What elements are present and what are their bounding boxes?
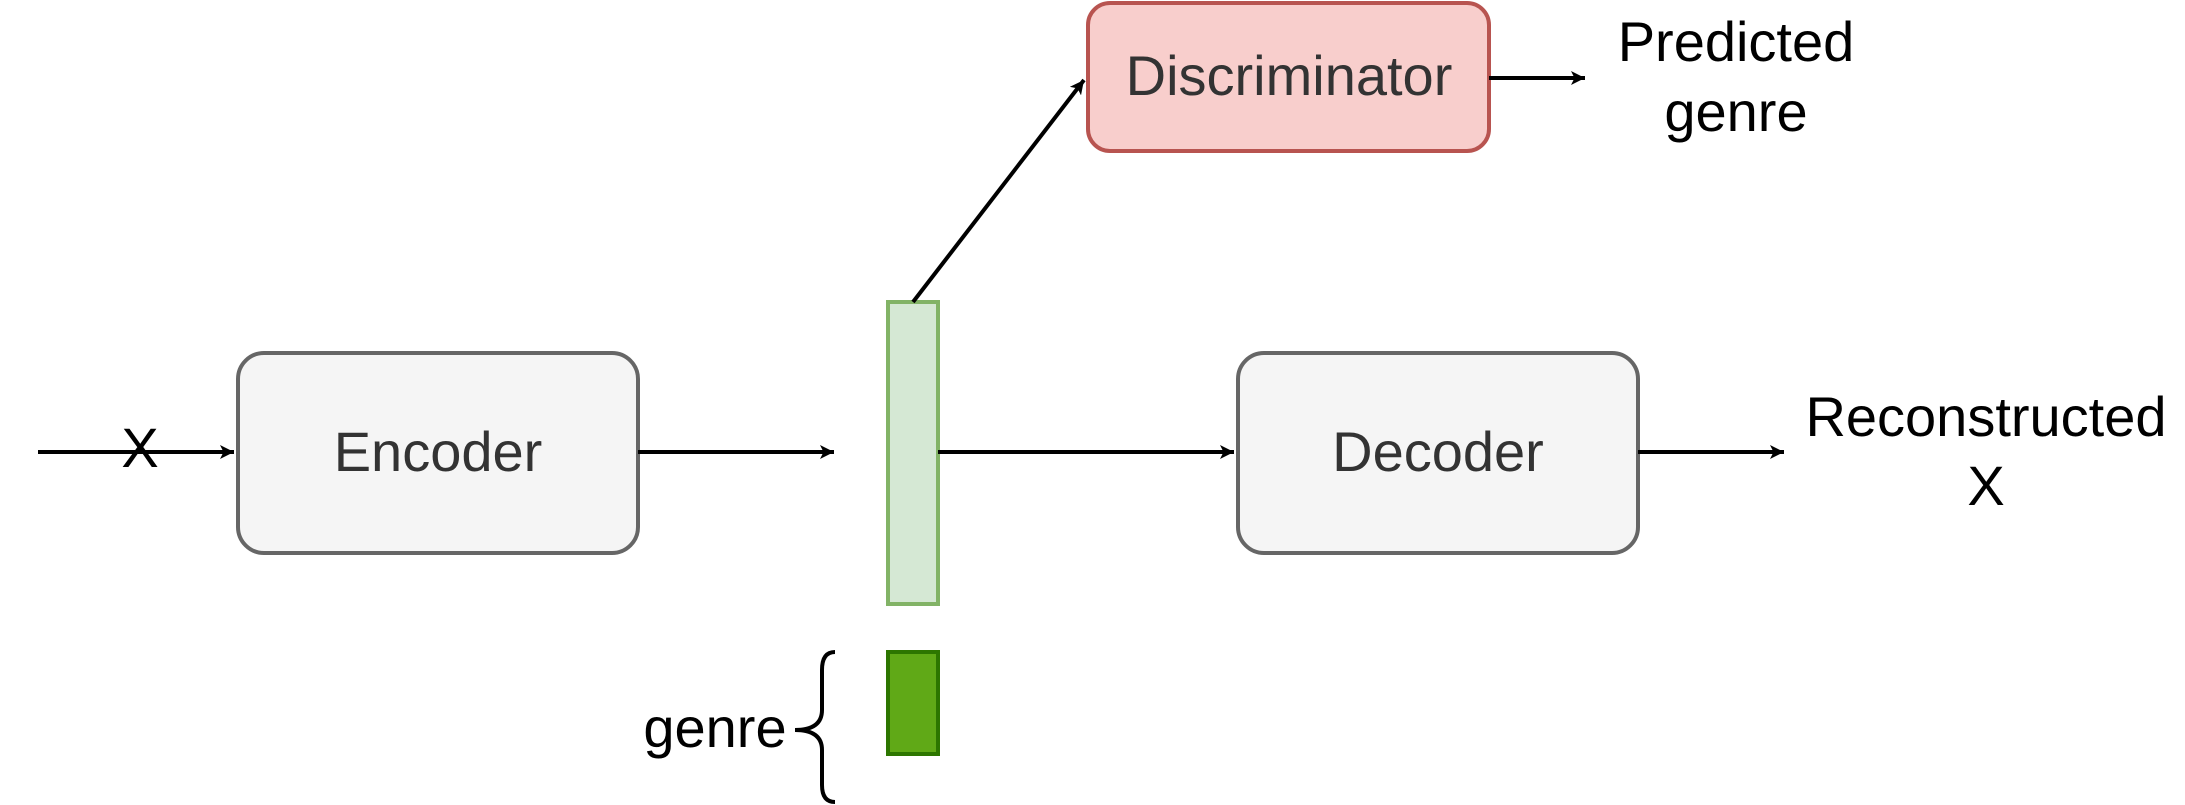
predicted-genre-line2: genre	[1664, 80, 1807, 143]
genre-vector[interactable]	[886, 650, 940, 756]
decoder-label: Decoder	[1332, 420, 1544, 483]
latent-vector[interactable]	[886, 300, 940, 606]
predicted-genre-line1: Predicted	[1618, 10, 1855, 73]
encoder-label: Encoder	[334, 420, 543, 483]
discriminator-label: Discriminator	[1126, 44, 1453, 107]
reconstructed-line2: X	[1967, 454, 2004, 517]
genre-label: genre	[643, 696, 786, 759]
input-label: X	[121, 416, 158, 479]
genre-brace	[794, 650, 836, 804]
latent-to-discriminator-arrow	[911, 78, 1086, 304]
reconstructed-line1: Reconstructed	[1805, 385, 2166, 448]
